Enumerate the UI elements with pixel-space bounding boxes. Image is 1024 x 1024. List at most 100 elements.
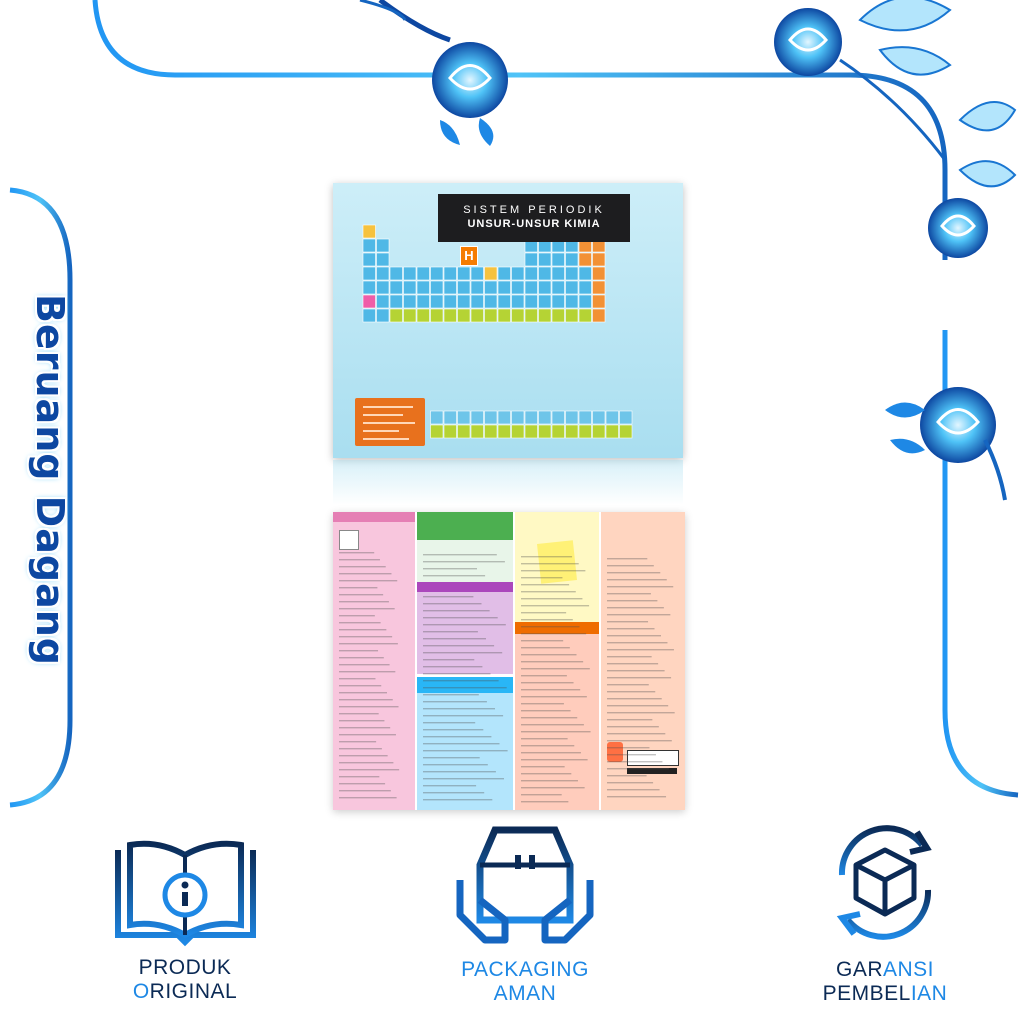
text-line (423, 750, 508, 752)
text-line (521, 598, 583, 600)
text-line (607, 628, 655, 630)
element-cell (511, 294, 525, 309)
text-line (423, 729, 484, 731)
text-line (521, 766, 565, 768)
element-cell (592, 280, 606, 295)
text-line (423, 708, 495, 710)
text-line (521, 801, 569, 803)
text-line (521, 696, 587, 698)
element-cell (578, 252, 592, 267)
text-line (423, 659, 475, 661)
badge-packaging-label: PACKAGING AMAN (440, 958, 610, 1006)
element-cell (443, 410, 457, 425)
element-cell (457, 308, 471, 323)
text-line (521, 780, 578, 782)
text-line (607, 768, 669, 770)
element-cell (376, 308, 390, 323)
text-line (423, 764, 488, 766)
text-line (339, 643, 398, 645)
element-cell (403, 308, 417, 323)
text-line (423, 610, 490, 612)
badge-2-line1: PACKAGING (461, 958, 589, 981)
text-line (339, 657, 384, 659)
text-line (339, 650, 379, 652)
element-cell (578, 308, 592, 323)
poster-reflection (333, 460, 683, 505)
text-line (339, 664, 390, 666)
text-line (423, 631, 478, 633)
text-line (521, 626, 580, 628)
text-line (423, 757, 480, 759)
element-cell (524, 308, 538, 323)
element-cell (362, 308, 376, 323)
text-line (521, 654, 577, 656)
text-line (339, 769, 400, 771)
element-cell (551, 410, 565, 425)
element-cell (565, 410, 579, 425)
text-line (339, 762, 394, 764)
element-cell (389, 294, 403, 309)
element-cell (430, 410, 444, 425)
text-line (423, 722, 476, 724)
text-line (607, 565, 654, 567)
text-line (339, 678, 376, 680)
element-cell (592, 294, 606, 309)
element-cell (551, 424, 565, 439)
text-line (521, 591, 576, 593)
element-cell (430, 294, 444, 309)
badge-garansi-pembelian: GARANSI PEMBELIAN (800, 820, 970, 1010)
text-line (521, 661, 584, 663)
text-line (339, 622, 381, 624)
element-cell (619, 410, 633, 425)
text-line (521, 717, 578, 719)
text-line (423, 771, 496, 773)
element-cell (416, 294, 430, 309)
badge-3-line2-a: PEMBEL (822, 982, 911, 1005)
element-cell (376, 294, 390, 309)
text-line (339, 573, 392, 575)
text-line (339, 559, 380, 561)
element-cell (511, 308, 525, 323)
element-cell (551, 280, 565, 295)
element-cell (362, 238, 376, 253)
badge-1-line1: PRODUK (138, 956, 232, 979)
element-cell (578, 294, 592, 309)
element-cell (511, 424, 525, 439)
text-line (339, 699, 393, 701)
text-line (521, 724, 584, 726)
text-line (423, 694, 479, 696)
element-cell (619, 424, 633, 439)
text-line (423, 799, 493, 801)
badge-produk-original: PRODUK ORIGINAL (100, 840, 270, 1010)
text-line (607, 642, 668, 644)
element-cell (565, 266, 579, 281)
text-line (521, 794, 562, 796)
text-line (607, 614, 671, 616)
element-cell (524, 252, 538, 267)
element-cell (484, 410, 498, 425)
element-cell (592, 308, 606, 323)
text-line (521, 710, 571, 712)
text-line (423, 561, 505, 563)
text-line (607, 635, 661, 637)
element-cell (565, 424, 579, 439)
text-line (607, 754, 656, 756)
element-cell (484, 280, 498, 295)
badge-produk-label: PRODUK ORIGINAL (100, 956, 270, 1004)
text-line (423, 715, 504, 717)
element-cell (457, 410, 471, 425)
element-cell (497, 266, 511, 281)
text-line (607, 726, 659, 728)
text-line (423, 778, 504, 780)
text-line (339, 601, 389, 603)
text-line (607, 572, 661, 574)
badge-garansi-label: GARANSI PEMBELIAN (800, 958, 970, 1006)
text-line (339, 713, 379, 715)
text-line (521, 605, 590, 607)
text-line (423, 687, 507, 689)
element-cell (497, 410, 511, 425)
element-cell (565, 308, 579, 323)
element-cell (443, 280, 457, 295)
element-cell (403, 294, 417, 309)
text-line (521, 787, 585, 789)
